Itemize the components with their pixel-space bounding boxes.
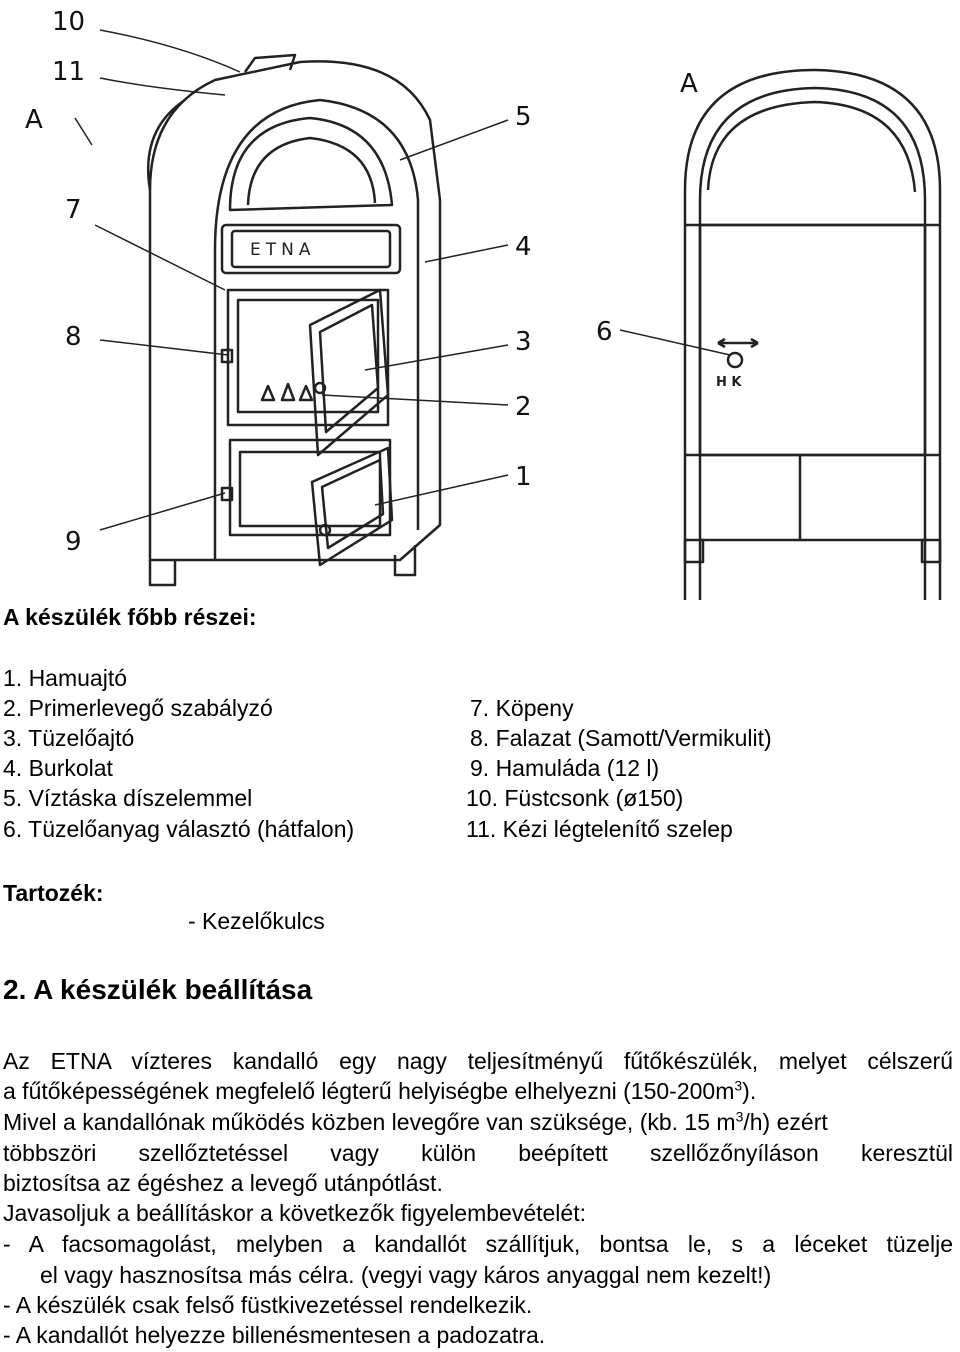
stove-outline [148,60,442,562]
part-item: 5. Víztáska díszelemmel [3,785,253,811]
bullet-line: el vagy hasznosítsa más célra. (vegyi va… [40,1262,772,1288]
part-item: 9. Hamuláda (12 l) [470,755,660,781]
label-2: 2 [515,392,532,422]
label-10: 10 [52,7,85,37]
paragraph-line: Mivel a kandallónak működés közben leveg… [3,1108,828,1135]
part-item: 6. Tüzelőanyag választó (hátfalon) [3,816,355,842]
paragraph-line: a fűtőképességének megfelelő légterű hel… [3,1077,757,1104]
label-7: 7 [65,195,82,225]
label-5: 5 [515,102,532,132]
label-a-left: A [25,105,43,135]
label-8: 8 [65,322,82,352]
stove-brand-text: ETNA [250,240,315,260]
back-view-outline [683,68,942,600]
part-item: 8. Falazat (Samott/Vermikulit) [470,725,772,751]
paragraph-line: többszöri szellőztetéssel vagy külön beé… [3,1140,953,1166]
label-6: 6 [596,317,613,347]
bullet-line: - A facsomagolást, melyben a kandallót s… [3,1231,953,1257]
paragraph-line: Javasoljuk a beállításkor a következők f… [3,1200,586,1226]
paragraph-line: biztosítsa az égéshez a levegő utánpótlá… [3,1170,443,1196]
parts-heading: A készülék főbb részei: [3,604,257,630]
label-4: 4 [515,232,532,262]
stove-diagram: 10 11 A 7 8 9 5 4 3 2 1 A 6 ETNA H K [25,7,942,600]
part-item: 3. Tüzelőajtó [3,725,135,751]
hk-label: H K [716,375,742,390]
part-item: 4. Burkolat [3,755,113,781]
fire-door [308,288,390,457]
label-1: 1 [515,462,532,492]
ash-door [310,446,394,567]
part-item: 2. Primerlevegő szabályzó [3,695,273,721]
part-item: 7. Köpeny [470,695,574,721]
label-3: 3 [515,327,532,357]
part-item: 10. Füstcsonk (ø150) [466,785,684,811]
accessory-heading: Tartozék: [3,880,104,906]
label-a-right: A [680,69,698,99]
part-item: 1. Hamuajtó [3,665,128,691]
section-heading: 2. A készülék beállítása [3,974,313,1005]
bullet-line: - A kandallót helyezze billenésmentesen … [3,1322,546,1348]
accessory-item: - Kezelőkulcs [188,908,325,934]
label-9: 9 [65,527,82,557]
paragraph-line: Az ETNA vízteres kandalló egy nagy telje… [3,1048,953,1074]
part-item: 11. Kézi légtelenítő szelep [466,816,733,842]
bullet-line: - A készülék csak felső füstkivezetéssel… [3,1292,533,1318]
label-11: 11 [52,57,85,87]
